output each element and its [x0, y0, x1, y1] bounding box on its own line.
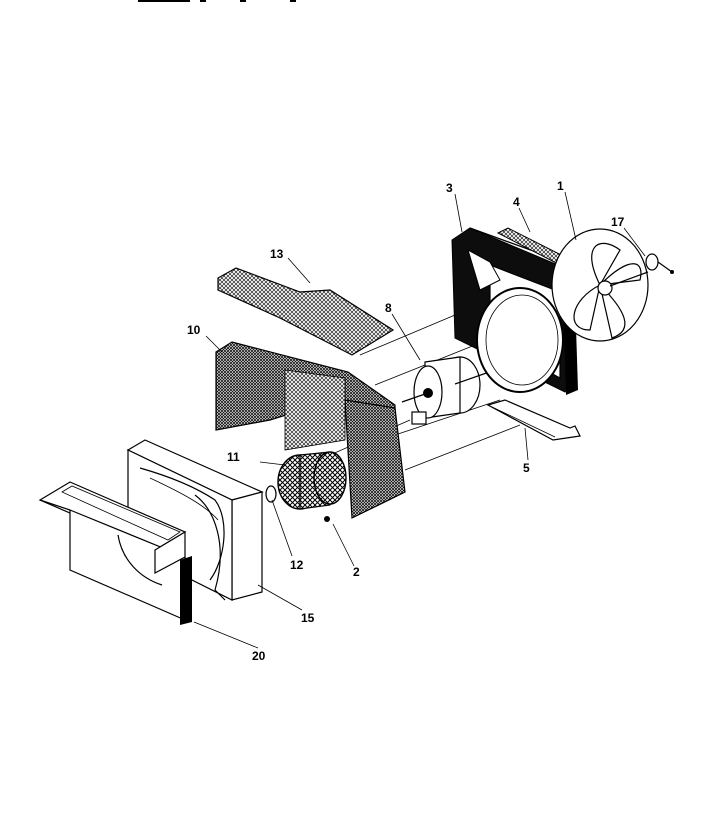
- top-panel-13: [217, 267, 395, 356]
- callout-labels: 1 2 3 4 5 8 10 11 12 13 15 17 20: [187, 179, 625, 663]
- callout-4: 4: [513, 195, 520, 209]
- fan-blade-1: [551, 228, 649, 342]
- nut-17: [645, 253, 674, 274]
- front-frame-20: [38, 481, 192, 625]
- callout-2: 2: [353, 565, 360, 579]
- callout-13: 13: [270, 247, 284, 261]
- callout-1: 1: [557, 179, 564, 193]
- screw-2: [324, 516, 330, 522]
- callout-17: 17: [611, 215, 625, 229]
- callout-8: 8: [385, 301, 392, 315]
- callout-15: 15: [301, 611, 315, 625]
- clamp-12: [265, 485, 277, 503]
- scroll-housing-15: [126, 439, 264, 601]
- partition-10: [215, 341, 406, 519]
- callout-5: 5: [523, 461, 530, 475]
- motor-bracket-5: [486, 399, 581, 441]
- callout-20: 20: [252, 649, 266, 663]
- motor-8: [401, 356, 496, 425]
- callout-3: 3: [446, 181, 453, 195]
- callout-11: 11: [227, 450, 240, 464]
- blower-wheel-11: [277, 451, 347, 510]
- leader-lines: [193, 191, 646, 649]
- callout-10: 10: [187, 323, 201, 337]
- callout-12: 12: [290, 558, 304, 572]
